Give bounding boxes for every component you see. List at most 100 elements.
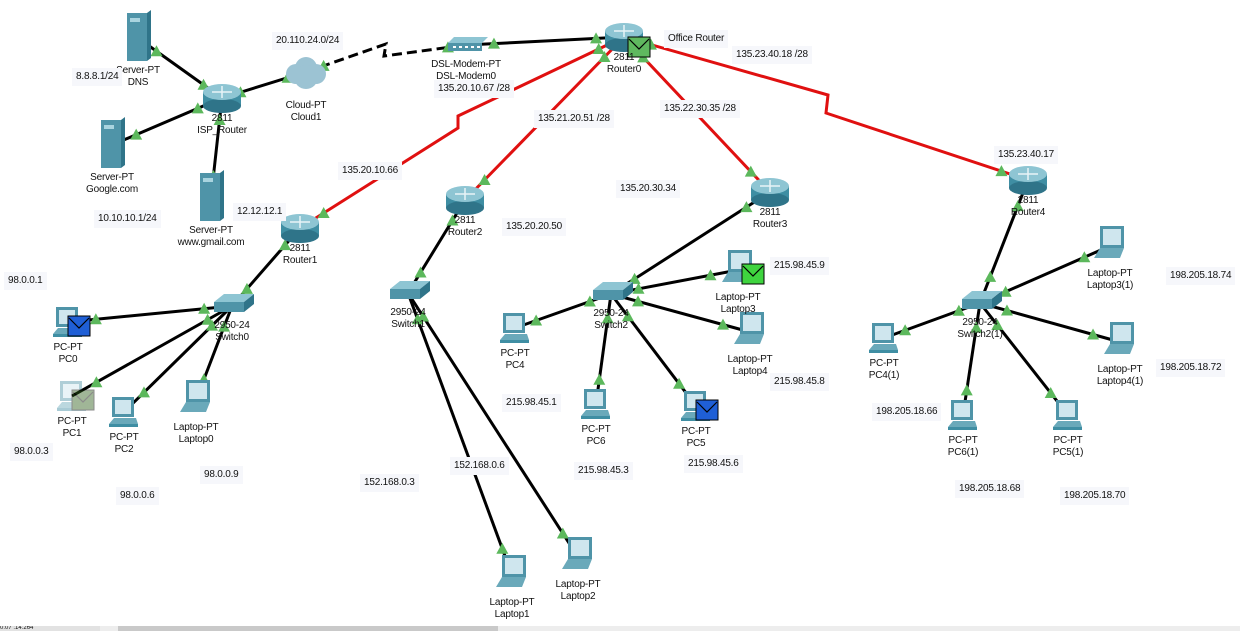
device-pc5[interactable] [681,391,719,421]
ip-note[interactable]: 12.12.12.1 [233,203,287,221]
ip-note[interactable]: 135.20.10.67 /28 [434,80,514,98]
ip-note[interactable]: 215.98.45.6 [684,455,743,473]
link-r3-sw2[interactable] [610,190,771,296]
link-up-indicator-icon [496,542,509,554]
link-modem-r0[interactable] [465,32,625,49]
ip-note[interactable]: 135.20.10.66 [338,162,402,180]
device-pc61[interactable] [948,400,977,430]
device-r1[interactable] [281,214,319,243]
device-isp[interactable] [203,84,241,113]
device-gmail[interactable] [200,170,224,221]
device-dns[interactable] [127,10,151,61]
device-pc0[interactable] [53,307,91,337]
ip-note[interactable]: 215.98.45.8 [770,373,829,391]
pdu-envelope-icon[interactable] [67,315,91,337]
device-lap31[interactable] [1094,226,1124,258]
link-sw1-lap2[interactable] [406,292,580,558]
device-pc1[interactable] [57,381,95,411]
ip-note[interactable]: 198.205.18.74 [1166,267,1236,285]
device-pc6[interactable] [581,389,610,419]
device-pc51[interactable] [1053,400,1082,430]
pdu-envelope-icon[interactable] [71,389,95,411]
device-lap4[interactable] [734,312,764,344]
ip-note[interactable]: 8.8.8.1/24 [72,68,123,86]
ip-note[interactable]: 135.23.40.18 /28 [732,46,812,64]
ip-note[interactable]: Office Router [664,30,729,48]
link-sw2-pc5[interactable] [609,293,698,407]
ip-note[interactable]: 98.0.0.6 [116,487,159,505]
link-sw21-pc61[interactable] [960,302,983,416]
device-r0[interactable] [605,23,651,58]
ip-note[interactable]: 135.21.20.51 /28 [534,110,614,128]
ip-note[interactable]: 152.168.0.3 [360,474,419,492]
device-pc4[interactable] [500,313,529,343]
ip-note[interactable]: 20.110.24.0/24 [272,32,344,50]
link-sw21-lap41[interactable] [979,301,1121,344]
link-sw2-lap4[interactable] [610,292,751,334]
link-up-indicator-icon [960,384,973,396]
device-lap3[interactable] [722,250,765,285]
device-pc2[interactable] [109,397,138,427]
horizontal-scrollbar[interactable]: 0:07 :14:264 [0,626,1240,631]
scrollbar-thumb[interactable] [118,626,498,631]
device-model: 2811 [759,207,781,218]
pdu-envelope-icon[interactable] [627,36,651,58]
link-r2-sw1[interactable] [406,199,467,294]
link-sw2-pc6[interactable] [593,293,614,405]
laptop-icon [1104,322,1134,354]
ip-note[interactable]: 98.0.0.9 [200,466,243,484]
ip-note[interactable]: 198.205.18.68 [955,480,1025,498]
switch-icon [593,282,633,300]
ip-note[interactable]: 215.98.45.1 [502,394,561,412]
ip-note[interactable]: 135.20.30.34 [616,180,680,198]
device-modem[interactable] [448,37,488,51]
device-r4[interactable] [1009,166,1047,195]
device-model: PC-PT [109,432,139,443]
device-lap0[interactable] [180,380,210,412]
device-name: Router1 [282,255,318,266]
ip-note[interactable]: 135.20.20.50 [502,218,566,236]
device-lap2[interactable] [562,537,592,569]
ip-note[interactable]: 198.205.18.72 [1156,359,1226,377]
device-sw21[interactable] [962,291,1002,309]
device-google[interactable] [101,117,125,168]
ip-note[interactable]: 135.23.40.17 [994,146,1058,164]
pdu-envelope-icon[interactable] [741,263,765,285]
device-sw2[interactable] [593,282,633,300]
device-r2[interactable] [446,186,484,215]
ip-note[interactable]: 215.98.45.3 [574,462,633,480]
link-up-indicator-icon [984,270,997,282]
ip-note[interactable]: 152.168.0.6 [450,457,509,475]
ip-note[interactable]: 215.98.45.9 [770,257,829,275]
device-lap1[interactable] [496,555,526,587]
switch-icon [214,294,254,312]
link-up-indicator-icon [590,32,603,44]
ip-note[interactable]: 135.22.30.35 /28 [660,100,740,118]
ip-note[interactable]: 98.0.0.3 [10,443,53,461]
link-up-indicator-icon [240,282,253,294]
ip-note[interactable]: 198.205.18.66 [872,403,942,421]
link-sw0-pc0[interactable] [67,302,233,325]
ip-note[interactable]: 10.10.10.1/24 [94,210,161,228]
ip-note[interactable]: 98.0.0.1 [4,272,47,290]
device-pc41[interactable] [869,323,898,353]
link-up-indicator-icon [197,78,210,90]
device-lap41[interactable] [1104,322,1134,354]
link-sw0-pc2[interactable] [122,304,234,414]
pdu-envelope-icon[interactable] [695,399,719,421]
device-sw1[interactable] [390,281,430,299]
link-up-indicator-icon [621,310,634,322]
device-r3[interactable] [751,178,789,207]
link-sw21-pc51[interactable] [978,302,1070,416]
device-name: Laptop4 [732,366,768,377]
device-cloud[interactable] [286,57,326,89]
link-up-indicator-icon [317,207,330,219]
device-sw0[interactable] [214,294,254,312]
link-sw0-pc1[interactable] [71,304,233,398]
link-r4-sw21[interactable] [978,179,1030,304]
ip-note[interactable]: 198.205.18.70 [1060,487,1130,505]
